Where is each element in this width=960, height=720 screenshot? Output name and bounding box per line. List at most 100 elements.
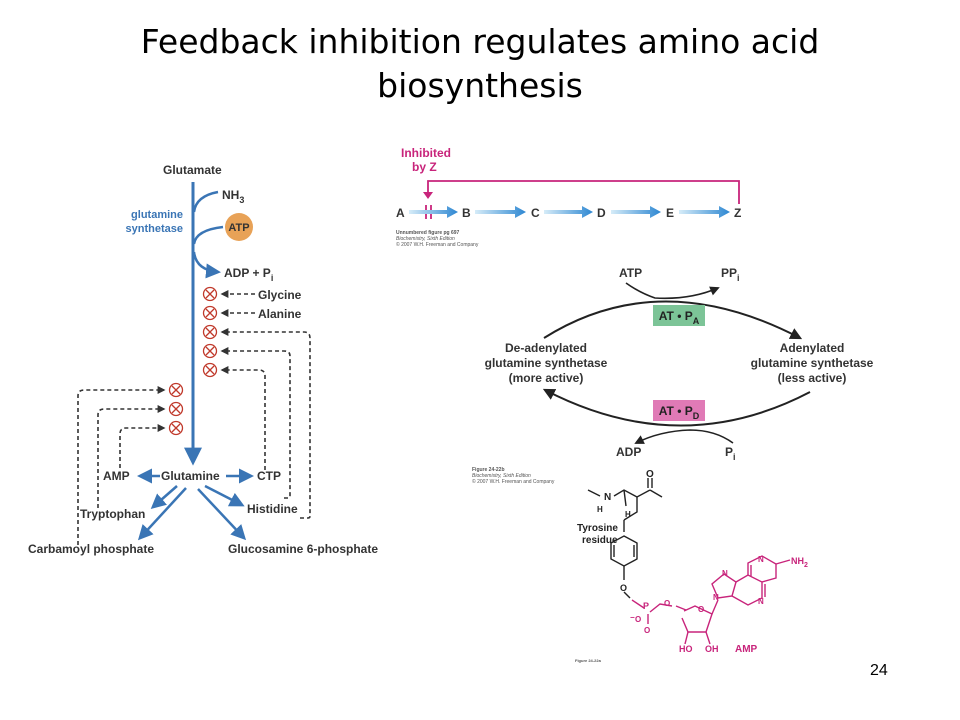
step-d: D <box>597 206 606 220</box>
structure-p: P <box>643 601 649 611</box>
tyrosine-label-line1: Tyrosine <box>577 523 618 534</box>
atp-arrow <box>192 225 224 245</box>
deadenylated-line1: De-adenylated <box>505 341 587 355</box>
inhibited-label-line1: Inhibited <box>401 146 451 160</box>
at-pa-box <box>653 305 705 326</box>
backbone-bonds <box>587 478 663 599</box>
step-z: Z <box>734 206 741 220</box>
adp-arrow <box>192 251 221 279</box>
nh3-label: NH3 <box>222 188 244 205</box>
title-line-1: Feedback inhibition regulates amino acid <box>140 22 820 61</box>
structure-ho: HO <box>679 644 693 654</box>
at-pd-label: AT • PD <box>659 404 700 421</box>
glycine-label: Glycine <box>258 288 302 302</box>
amp-bonds <box>631 555 791 645</box>
page-number: 24 <box>870 662 888 679</box>
cycle-caption-1: Figure 24-22b <box>472 467 505 473</box>
feedback-arrows-right <box>220 290 311 519</box>
structure-o-ester: O <box>620 583 627 593</box>
structure-caption: Figure 24-22a <box>575 658 602 663</box>
structure-o-p2: O <box>644 626 650 635</box>
glucosamine-label: Glucosamine 6-phosphate <box>228 542 378 556</box>
carbamoyl-phosphate-label: Carbamoyl phosphate <box>28 542 154 556</box>
enzyme-label-line1: glutamine <box>131 209 183 221</box>
enzyme-label-line2: synthetase <box>126 223 183 235</box>
arrow-e-z <box>679 206 730 218</box>
cycle-caption-2: Biochemistry, Sixth Edition <box>472 473 531 479</box>
inhibition-symbols-right <box>202 286 218 378</box>
structure-h1: H <box>597 505 603 514</box>
amp-label: AMP <box>103 469 130 483</box>
structure-h2: H <box>625 510 631 519</box>
cycle-pi-label: Pi <box>725 445 736 462</box>
deadenylated-line3: (more active) <box>509 371 584 385</box>
structure-o-p1: O <box>635 615 641 624</box>
structure-o-ring: O <box>698 605 704 614</box>
structure-o-link: O <box>664 599 670 608</box>
tyrosine-label-line2: residue <box>582 535 618 546</box>
inhibit-symbol <box>202 343 218 359</box>
structure-n-purine3: N <box>758 555 764 564</box>
adp-pi-label: ADP + Pi <box>224 266 273 283</box>
inhibit-symbol <box>202 286 218 302</box>
inhibit-symbol <box>168 382 184 398</box>
inhibition-line <box>427 180 740 204</box>
feedback-arrows-left <box>77 386 166 545</box>
inhibit-symbol <box>202 324 218 340</box>
feedback-caption-2: Biochemistry, Sixth Edition <box>396 236 455 242</box>
atp-label: ATP <box>228 222 249 234</box>
lower-cycle-arrow <box>542 388 811 427</box>
pi-to-adp-arrow <box>634 429 734 444</box>
arrow-c-d <box>544 206 593 218</box>
adenylated-line3: (less active) <box>778 371 847 385</box>
tryptophan-label: Tryptophan <box>80 507 145 521</box>
arrow-d-e <box>611 206 661 218</box>
inhibited-label-line2: by Z <box>412 160 437 174</box>
inhibit-symbol <box>202 305 218 321</box>
structure-amp-label: AMP <box>735 644 758 655</box>
atp-to-ppi-arrow <box>625 282 720 300</box>
adenylated-line2: glutamine synthetase <box>751 356 874 370</box>
cycle-ppi-label: PPi <box>721 266 740 283</box>
glutamate-label: Glutamate <box>163 163 222 177</box>
inhibit-symbol <box>202 362 218 378</box>
structure-minus: − <box>630 613 635 622</box>
inhibit-symbol <box>168 420 184 436</box>
adenylated-line1: Adenylated <box>780 341 845 355</box>
nh3-arrow <box>192 190 219 213</box>
feedback-caption-1: Unnumbered figure pg 697 <box>396 230 460 236</box>
feedback-caption-3: © 2007 W.H. Freeman and Company <box>396 241 479 248</box>
ctp-label: CTP <box>257 469 281 483</box>
cycle-adp-label: ADP <box>616 445 641 459</box>
pathway-arrows <box>409 206 730 218</box>
step-c: C <box>531 206 540 220</box>
structure-n-purine4: N <box>758 597 764 606</box>
title-line-2: biosynthesis <box>377 66 583 105</box>
structure-oh: OH <box>705 644 719 654</box>
structure-n-purine: N <box>713 593 719 602</box>
structure-n: N <box>604 492 611 503</box>
cycle-caption-3: © 2007 W.H. Freeman and Company <box>472 478 555 485</box>
structure-o: O <box>646 469 654 480</box>
structure-nh2: NH2 <box>791 556 808 569</box>
product-arrows <box>137 484 247 541</box>
atp-circle <box>225 213 253 241</box>
at-pa-label: AT • PA <box>659 309 700 326</box>
step-e: E <box>666 206 674 220</box>
at-pd-box <box>653 400 705 421</box>
arrow-a-b <box>409 206 458 218</box>
step-b: B <box>462 206 471 220</box>
step-a: A <box>396 206 405 220</box>
cycle-atp-label: ATP <box>619 266 642 280</box>
glutamine-label: Glutamine <box>161 469 220 483</box>
alanine-label: Alanine <box>258 307 302 321</box>
inhibition-arrowhead <box>423 192 433 199</box>
arrow-b-c <box>475 206 526 218</box>
histidine-label: Histidine <box>247 502 298 516</box>
structure-n-purine2: N <box>722 569 728 578</box>
deadenylated-line2: glutamine synthetase <box>485 356 608 370</box>
